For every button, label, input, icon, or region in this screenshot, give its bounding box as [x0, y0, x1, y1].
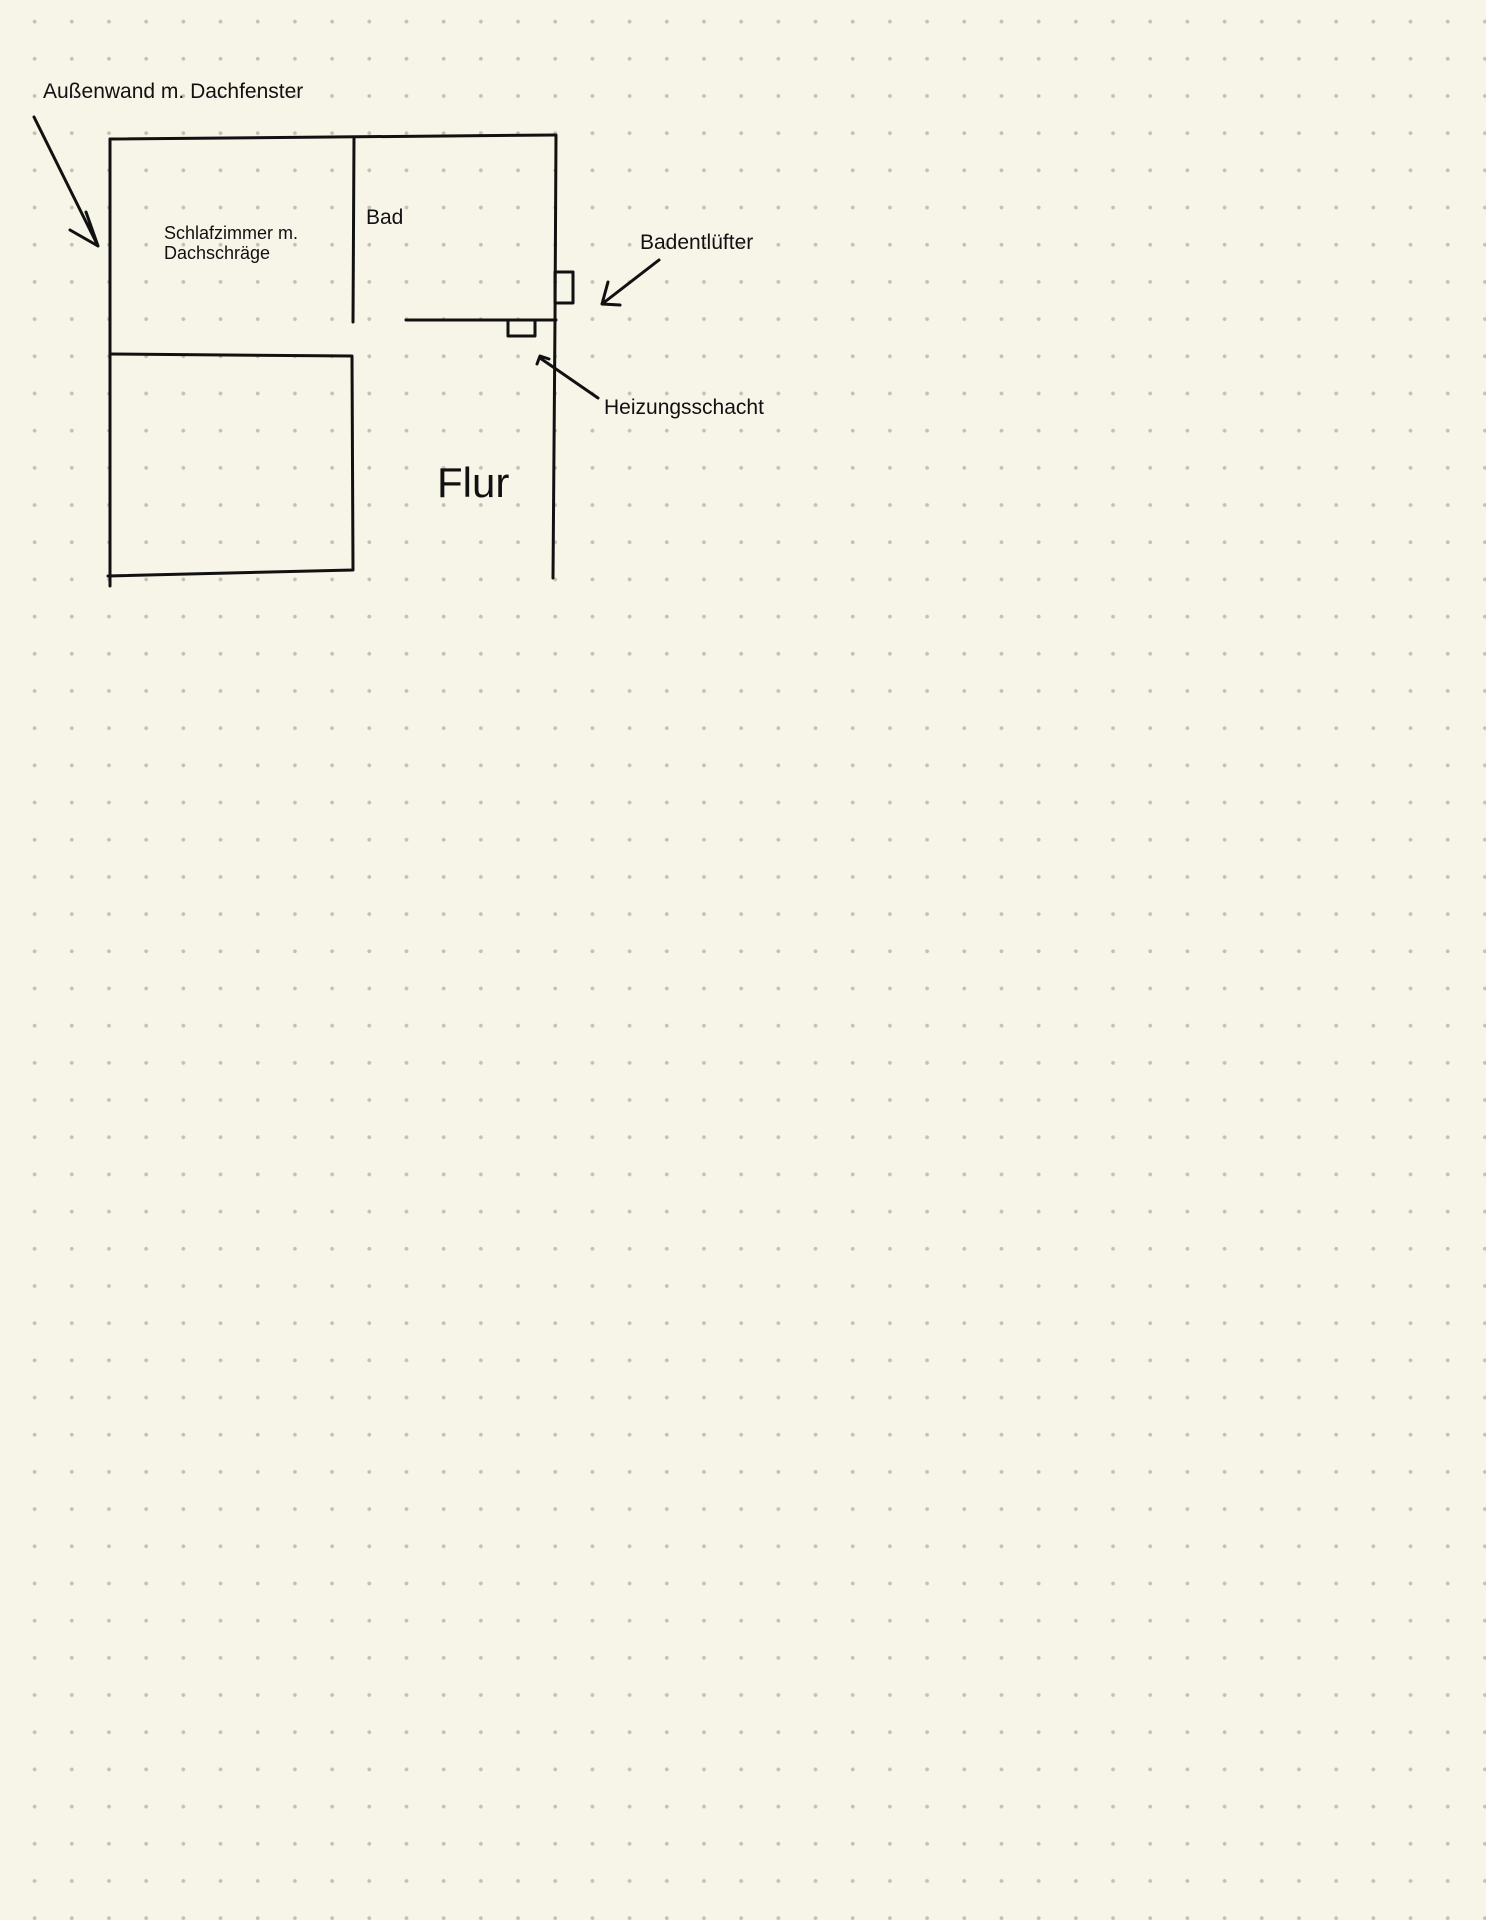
bath-fan-box: [553, 270, 575, 305]
outer-wall-label: Außenwand m. Dachfenster: [43, 80, 304, 103]
lower-room-walls: [106, 352, 355, 578]
bath-fan-label: Badentlüfter: [640, 231, 754, 254]
bedroom-bath-partition: [351, 135, 356, 324]
bedroom-label: Schlafzimmer m. Dachschräge: [164, 223, 299, 264]
bath-label: Bad: [366, 206, 404, 229]
heating-shaft-arrow: [535, 354, 600, 400]
hallway-label: Flur: [437, 459, 510, 506]
heating-shaft-box: [506, 318, 537, 338]
bath-fan-arrow: [600, 258, 661, 307]
top-wall: [108, 133, 557, 141]
right-wall: [551, 133, 558, 580]
heating-shaft-label: Heizungsschacht: [604, 396, 764, 419]
outer-wall-arrow: [32, 115, 100, 248]
